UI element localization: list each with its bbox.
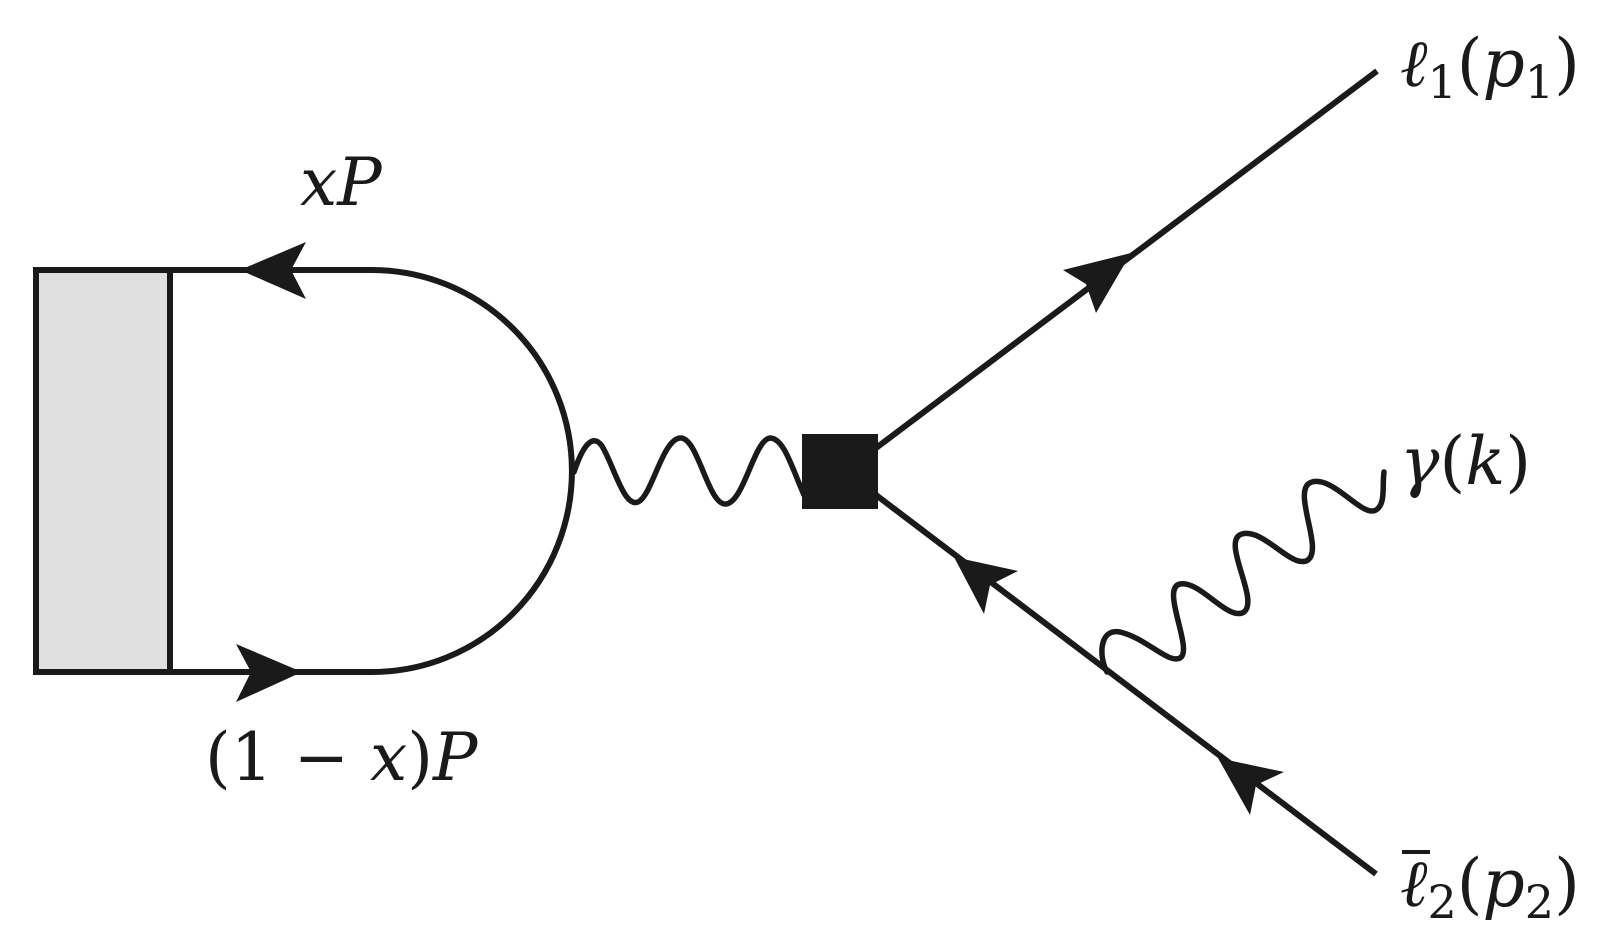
label-lower-momentum: (1 − x)P [205,719,479,796]
antilepton2-line [874,492,1378,877]
upper-quark-arrow [240,242,306,299]
antilepton2-arrow-inner [954,557,1018,614]
real-photon-wave [1099,469,1387,675]
lower-quark-arrow [236,644,302,702]
virtual-boson-wave [571,435,807,507]
antilepton2-arrow-outer [1218,758,1284,815]
label-antilepton2: ℓ2(p2) [1400,845,1580,929]
label-lepton1: ℓ1(p1) [1400,25,1580,109]
meson-blob [33,267,173,675]
effective-vertex [802,434,878,509]
label-upper-momentum: xP [300,144,383,221]
label-photon: γ(k) [1400,423,1531,500]
quark-loop [170,267,575,675]
lepton1-arrow [1063,253,1131,313]
